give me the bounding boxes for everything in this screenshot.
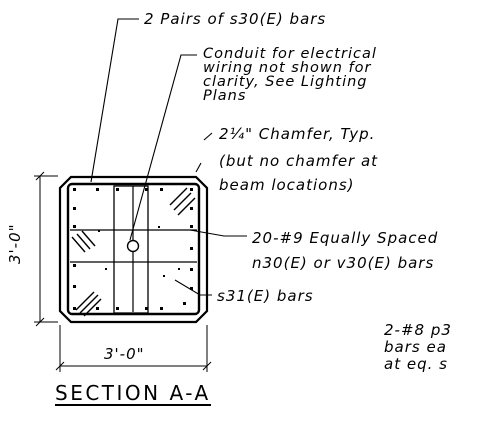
leader-lines — [90, 18, 247, 296]
hook-hatches — [71, 187, 196, 317]
partial-note-line1: 2-#8 p3 — [384, 322, 452, 339]
note-conduit-line1: Conduit for electrical — [203, 46, 377, 62]
partial-note-line3: at eq. s — [384, 355, 448, 373]
partial-note: 2-#8 p3 bars ea at eq. s — [384, 322, 490, 392]
column-outline — [58, 175, 209, 324]
note-conduit-line4: Plans — [203, 88, 247, 104]
note-chamfer-size: 2¼" Chamfer, Typ. — [219, 125, 376, 143]
note-chamfer-exception-line1: (but no chamfer at — [219, 152, 379, 170]
dim-height-label: 3'-0" — [6, 223, 24, 264]
note-main-bars-line1: 20-#9 Equally Spaced — [252, 229, 439, 247]
note-conduit-line2: wiring not shown for — [203, 60, 372, 76]
note-ties: s31(E) bars — [217, 287, 314, 305]
note-pairs-s30: 2 Pairs of s30(E) bars — [144, 10, 327, 28]
partial-note-line2: bars ea — [384, 338, 447, 356]
outer-tie — [66, 182, 201, 316]
dim-width — [55, 325, 212, 372]
note-conduit-line3: clarity, See Lighting — [203, 74, 368, 90]
dim-height — [34, 171, 58, 327]
note-chamfer-exception-line2: beam locations) — [219, 176, 355, 194]
inner-tie — [113, 185, 149, 314]
conduit-circle — [126, 239, 140, 253]
section-title: SECTION A-A — [55, 381, 211, 406]
dim-width-label: 3'-0" — [104, 345, 145, 363]
rebar-dots — [73, 188, 193, 310]
note-main-bars-line2: n30(E) or v30(E) bars — [252, 254, 435, 272]
